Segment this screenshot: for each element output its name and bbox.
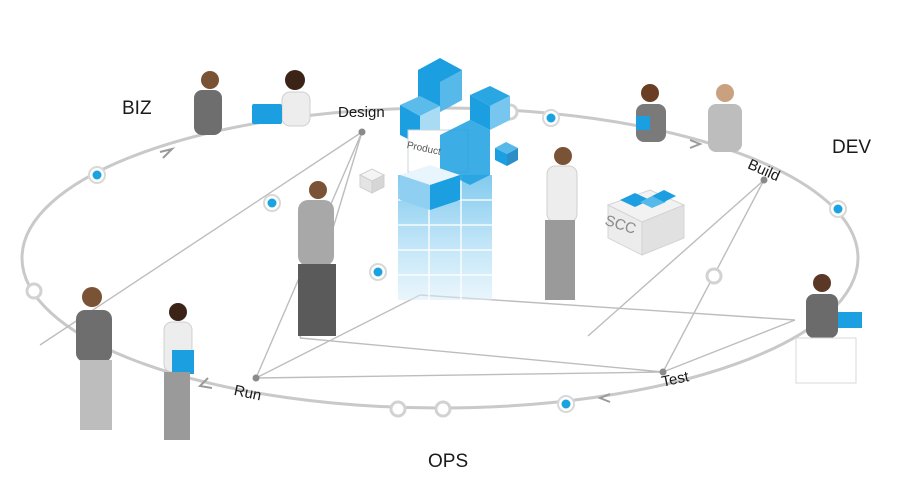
flow-arrow [197,377,213,389]
blue-dots [88,109,847,413]
person-test-man [795,274,862,384]
person-ops-man [76,287,112,430]
quadrant-label-dev: DEV [832,137,872,158]
flow-arrow [597,393,611,403]
person-design-man [298,181,336,336]
person-ops-woman [163,303,194,440]
scc-box [606,189,686,256]
phase-nodes [252,128,768,382]
person-biz-woman [252,70,311,127]
person-dev-man [708,84,742,152]
quadrant-label-biz: BIZ [122,98,152,119]
quadrant-label-ops: OPS [428,451,469,472]
phase-label-design: Design [338,104,385,121]
person-product-woman [545,147,578,300]
floating-cube [495,142,518,166]
person-biz-man [194,71,222,135]
flow-arrow [159,147,176,159]
flow-arrow [689,139,703,149]
white-cube [358,168,386,194]
person-dev-woman [636,84,666,142]
hollow-dots [25,103,723,418]
product-cube-tower [398,58,510,300]
